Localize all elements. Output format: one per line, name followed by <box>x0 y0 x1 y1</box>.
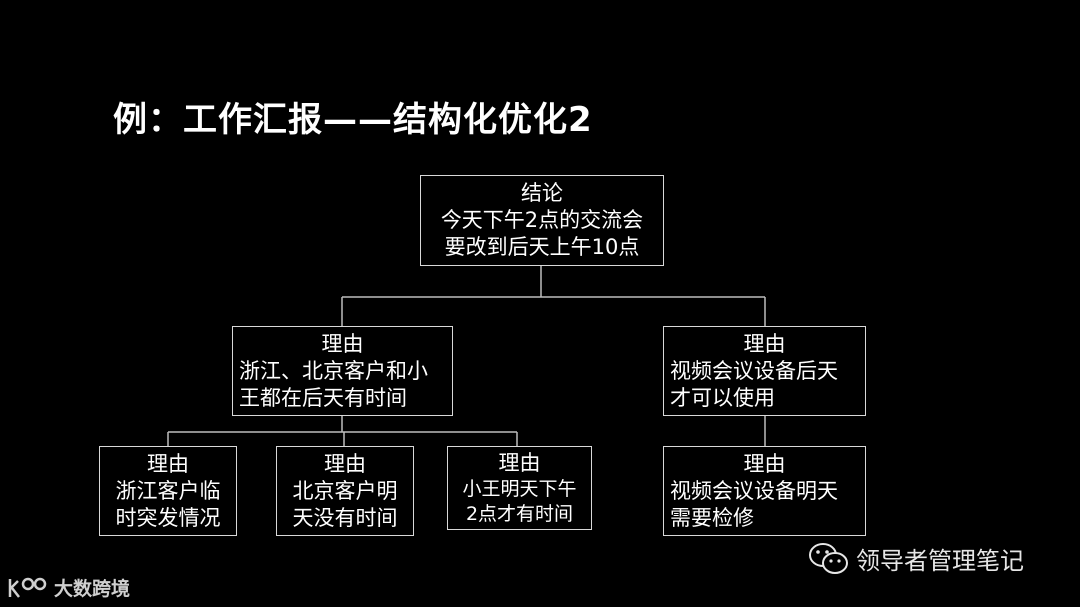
node-heading: 理由 <box>743 451 786 476</box>
node-heading: 理由 <box>321 331 364 356</box>
node-line: 2点才有时间 <box>465 502 574 525</box>
brand-logo: 大数跨境 <box>6 574 130 601</box>
node-heading: 理由 <box>498 450 541 475</box>
node-sub-reason-1: 理由 浙江客户临 时突发情况 <box>99 446 237 536</box>
node-conclusion: 结论 今天下午2点的交流会 要改到后天上午10点 <box>420 175 664 266</box>
logo-icon <box>8 577 47 598</box>
node-line: 时突发情况 <box>115 505 221 530</box>
node-sub-reason-4: 理由 视频会议设备明天 需要检修 <box>663 446 866 536</box>
wechat-watermark: 领导者管理笔记 <box>808 541 1024 576</box>
brand-text: 大数跨境 <box>54 578 131 600</box>
node-line: 才可以使用 <box>670 385 775 410</box>
node-sub-reason-3: 理由 小王明天下午 2点才有时间 <box>447 446 592 530</box>
node-line: 需要检修 <box>670 505 754 530</box>
node-line: 要改到后天上午10点 <box>444 235 640 259</box>
node-heading: 结论 <box>521 181 563 205</box>
node-line: 小王明天下午 <box>462 477 577 500</box>
node-reason-right: 理由 视频会议设备后天 才可以使用 <box>663 326 866 416</box>
node-line: 王都在后天有时间 <box>239 385 407 410</box>
wechat-icon <box>809 542 848 574</box>
node-line: 北京客户明 <box>292 478 398 503</box>
slide-title: 例：工作汇报——结构化优化2 <box>113 100 593 140</box>
node-heading: 理由 <box>147 451 189 476</box>
node-reason-left: 理由 浙江、北京客户和小 王都在后天有时间 <box>232 326 453 416</box>
node-heading: 理由 <box>324 451 366 476</box>
watermark-text: 领导者管理笔记 <box>856 547 1024 575</box>
node-line: 浙江、北京客户和小 <box>239 358 428 383</box>
node-line: 视频会议设备明天 <box>670 478 838 503</box>
node-sub-reason-2: 理由 北京客户明 天没有时间 <box>276 446 414 536</box>
node-line: 天没有时间 <box>292 505 398 530</box>
node-line: 视频会议设备后天 <box>670 358 838 383</box>
node-heading: 理由 <box>743 331 786 356</box>
node-line: 浙江客户临 <box>115 478 221 503</box>
node-line: 今天下午2点的交流会 <box>440 208 644 232</box>
